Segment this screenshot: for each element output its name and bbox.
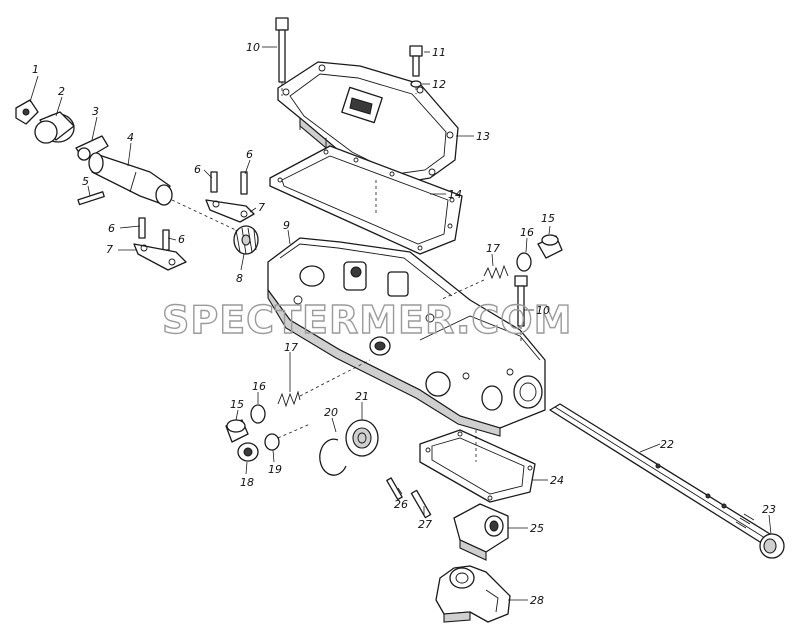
part-11-bolt xyxy=(409,45,423,77)
callout-16-left: 16 xyxy=(252,380,266,393)
callout-12: 12 xyxy=(432,78,446,91)
leader-lines xyxy=(29,46,772,601)
part-10-bolt-top xyxy=(275,17,289,96)
part-6-pin-b xyxy=(240,171,248,195)
callout-18: 18 xyxy=(240,476,254,489)
part-1-lock-plate xyxy=(15,99,39,125)
part-22-shaft xyxy=(549,403,771,543)
callout-22: 22 xyxy=(660,438,674,451)
callout-15-left: 15 xyxy=(230,398,244,411)
part-4-shaft xyxy=(88,152,241,233)
callout-28: 28 xyxy=(530,594,544,607)
part-15-plug-right xyxy=(537,234,563,259)
part-7-lever-b xyxy=(133,243,187,271)
callout-16-right: 16 xyxy=(520,226,534,239)
part-6-pin-d xyxy=(162,229,170,251)
part-12-washer xyxy=(410,80,422,94)
callout-10-top: 10 xyxy=(246,41,260,54)
part-5-pin xyxy=(77,191,105,206)
part-23-cap xyxy=(759,533,785,559)
callout-20: 20 xyxy=(324,406,338,419)
part-18-plug xyxy=(237,442,259,462)
part-21-seal xyxy=(345,419,379,457)
callout-4: 4 xyxy=(127,131,134,144)
callout-17-right: 17 xyxy=(486,242,500,255)
callout-21: 21 xyxy=(355,390,369,403)
callout-6-a: 6 xyxy=(194,163,201,176)
callout-1: 1 xyxy=(32,63,39,76)
callout-8: 8 xyxy=(236,272,243,285)
part-3-plate xyxy=(75,135,109,161)
callout-5: 5 xyxy=(82,175,89,188)
callout-11: 11 xyxy=(432,46,446,59)
part-16-washer-right xyxy=(516,252,532,272)
callout-7-b: 7 xyxy=(106,243,113,256)
part-9-housing xyxy=(267,237,546,437)
callout-2: 2 xyxy=(58,85,65,98)
part-20-circlip xyxy=(319,438,347,476)
part-14-gasket xyxy=(269,145,463,255)
callout-6-b: 6 xyxy=(246,148,253,161)
callout-14: 14 xyxy=(448,188,462,201)
part-25-fork-block xyxy=(453,503,509,561)
callout-24: 24 xyxy=(550,474,564,487)
callout-6-c: 6 xyxy=(108,222,115,235)
callout-17-left: 17 xyxy=(284,341,298,354)
part-24-gasket xyxy=(419,429,536,503)
watermark-text: SPECTERMER.COM xyxy=(162,298,572,342)
callout-labels: 1 2 3 4 5 6 6 7 6 6 7 8 9 10 11 12 13 14… xyxy=(32,41,776,607)
part-8-gear xyxy=(233,225,259,255)
part-15-plug-left xyxy=(225,419,249,443)
callout-23: 23 xyxy=(762,503,776,516)
part-7-lever-a xyxy=(205,199,255,223)
part-17-spring-left xyxy=(277,359,371,408)
part-28-fork xyxy=(435,565,511,623)
part-2-bushing xyxy=(34,111,75,144)
callout-15-right: 15 xyxy=(541,212,555,225)
callout-19: 19 xyxy=(268,463,282,476)
part-6-pin-a xyxy=(210,171,218,193)
part-19-washer xyxy=(264,423,311,451)
callout-6-d: 6 xyxy=(178,233,185,246)
part-26-pin xyxy=(386,477,403,501)
callout-13: 13 xyxy=(476,130,490,143)
callout-25: 25 xyxy=(530,522,544,535)
callout-27: 27 xyxy=(418,518,432,531)
callout-26: 26 xyxy=(394,498,408,511)
callout-3: 3 xyxy=(92,105,99,118)
part-6-pin-c xyxy=(138,217,146,239)
callout-10-right: 10 xyxy=(536,304,550,317)
part-16-washer-left xyxy=(250,404,266,424)
part-17-spring-right xyxy=(439,264,509,301)
part-10-bolt-right xyxy=(514,275,528,344)
part-27-pin xyxy=(410,489,432,519)
callout-7-a: 7 xyxy=(258,201,265,214)
callout-9: 9 xyxy=(283,219,290,232)
